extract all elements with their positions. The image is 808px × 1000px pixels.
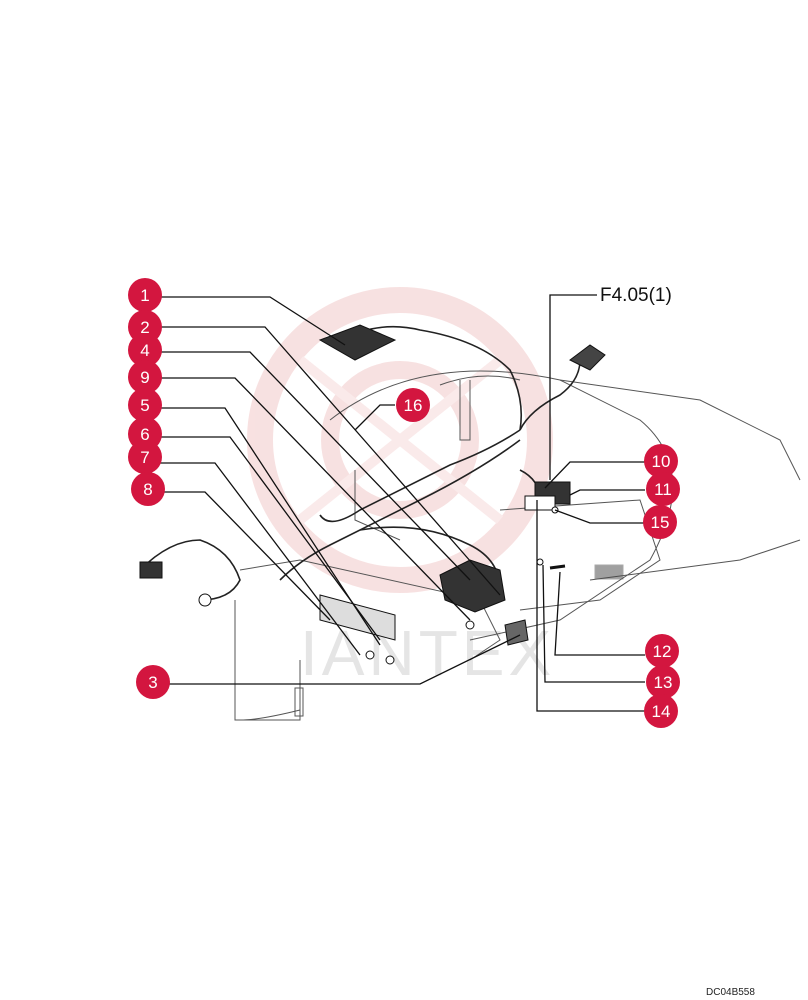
callout-11: 11 — [646, 472, 680, 506]
callout-12: 12 — [645, 634, 679, 668]
svg-text:8: 8 — [143, 480, 152, 499]
callout-10: 10 — [644, 444, 678, 478]
hardware — [365, 506, 559, 665]
callout-16: 16 — [396, 388, 430, 422]
svg-text:6: 6 — [140, 425, 149, 444]
svg-text:2: 2 — [140, 318, 149, 337]
connector-top — [318, 324, 397, 361]
svg-text:13: 13 — [654, 673, 673, 692]
callout-3: 3 — [136, 665, 170, 699]
callout-13: 13 — [646, 665, 680, 699]
callout-8: 8 — [131, 472, 165, 506]
svg-text:16: 16 — [404, 396, 423, 415]
callout-5: 5 — [128, 388, 162, 422]
svg-text:1: 1 — [140, 286, 149, 305]
svg-text:14: 14 — [652, 702, 671, 721]
callout-15: 15 — [643, 505, 677, 539]
relay-block — [524, 481, 571, 511]
spring — [549, 564, 566, 570]
figure-reference: F4.05(1) — [600, 285, 672, 306]
leader-lines — [160, 294, 645, 712]
plug-left — [139, 561, 163, 579]
svg-text:4: 4 — [140, 341, 149, 360]
watermark-logo — [247, 287, 553, 593]
svg-text:7: 7 — [140, 448, 149, 467]
svg-text:5: 5 — [140, 396, 149, 415]
terminal-lug — [198, 593, 212, 607]
drawing-code: DC04B558 — [706, 987, 755, 998]
callout-4: 4 — [128, 333, 162, 367]
svg-text:9: 9 — [140, 368, 149, 387]
callout-1: 1 — [128, 278, 162, 312]
svg-text:15: 15 — [651, 513, 670, 532]
connector-right — [569, 344, 606, 371]
svg-text:12: 12 — [653, 642, 672, 661]
bulb — [504, 619, 529, 646]
callout-7: 7 — [128, 440, 162, 474]
svg-text:10: 10 — [652, 452, 671, 471]
callout-14: 14 — [644, 694, 678, 728]
bracket — [319, 594, 396, 641]
callout-9: 9 — [128, 360, 162, 394]
svg-text:11: 11 — [654, 480, 672, 499]
svg-text:3: 3 — [148, 673, 157, 692]
